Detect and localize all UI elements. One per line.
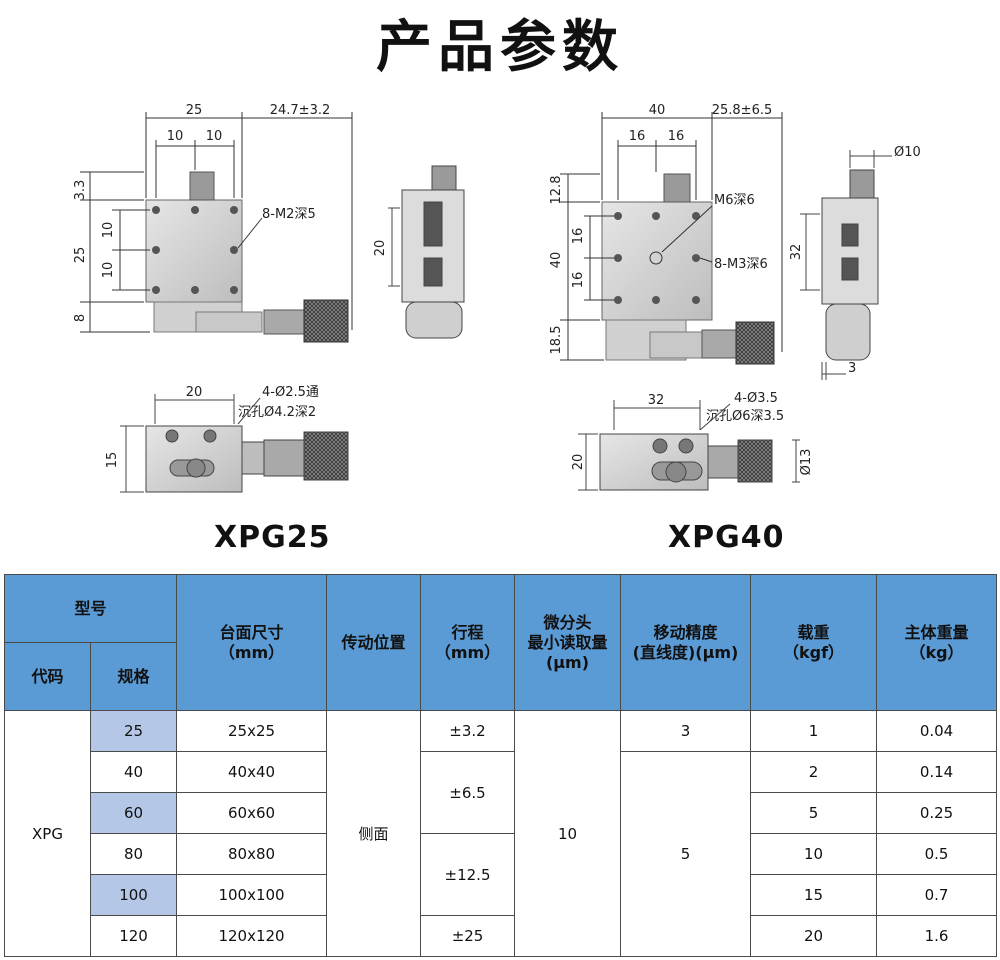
- cell-travel: ±3.2: [420, 710, 516, 752]
- xpg40-top-view: [560, 112, 783, 365]
- dim-xpg25-hole-b: 10: [206, 129, 223, 144]
- dim-xpg25-hole-a: 10: [167, 129, 184, 144]
- cell-size: 40x40: [176, 751, 328, 793]
- xpg25-bottom-view: [120, 394, 349, 493]
- cell-size: 100x100: [176, 874, 328, 916]
- dim-xpg40-left-top: 12.8: [549, 176, 564, 205]
- dim-xpg25-side-h: 20: [373, 240, 388, 257]
- dim-xpg40-screw2: 8-M3深6: [714, 257, 768, 272]
- cell-spec: 80: [89, 833, 178, 875]
- dim-xpg25-bottom-h: 15: [105, 452, 120, 469]
- dim-xpg40-side-t: 3: [848, 361, 856, 376]
- cell-spec: 100: [89, 874, 178, 916]
- dim-xpg40-bottom-w: 32: [648, 393, 665, 408]
- header-load: 载重 （kgf）: [750, 574, 878, 711]
- dim-xpg40-side-h: 32: [789, 244, 804, 261]
- cell-load: 20: [750, 915, 878, 957]
- cell-load: 10: [750, 833, 878, 875]
- header-code: 代码: [4, 642, 91, 711]
- xpg25-top-view: [80, 112, 353, 343]
- technical-drawings: 25 10 10 24.7±3.2 3.3 25 10 10 8 8-M2深5 …: [73, 103, 921, 493]
- xpg25-top-dims: 25 10 10 24.7±3.2 3.3 25 10 10 8 8-M2深5: [73, 103, 330, 322]
- dim-xpg40-hole-note2: 沉孔Ø6深3.5: [706, 409, 784, 424]
- model-label-xpg40: XPG40: [668, 520, 785, 555]
- cell-spec: 120: [89, 915, 178, 957]
- table-row: 40 40x40 ±6.5 5 2 0.14: [5, 751, 998, 957]
- cell-spec: 25: [89, 710, 178, 752]
- table-row: 60 60x60 5 0.25: [5, 792, 998, 834]
- cell-weight: 0.7: [876, 874, 998, 916]
- dim-xpg25-left-in1: 10: [101, 222, 116, 239]
- cell-accuracy: 5: [620, 751, 752, 957]
- model-label-xpg25: XPG25: [214, 520, 331, 555]
- cell-weight: 1.6: [876, 915, 998, 957]
- dim-xpg40-hole-b: 16: [668, 129, 685, 144]
- dim-xpg40-screw1: M6深6: [714, 193, 755, 208]
- cell-code: XPG: [4, 710, 91, 957]
- cell-size: 25x25: [176, 710, 328, 752]
- dim-xpg25-left-in2: 10: [101, 262, 116, 279]
- header-travel: 行程 （mm）: [420, 574, 516, 711]
- table-row: 120 120x120 ±25 20 1.6: [5, 915, 998, 957]
- dim-xpg25-left-top: 3.3: [73, 180, 88, 201]
- cell-weight: 0.25: [876, 792, 998, 834]
- dim-xpg40-left-bottom: 18.5: [549, 326, 564, 355]
- cell-weight: 0.5: [876, 833, 998, 875]
- header-weight: 主体重量 （kg）: [876, 574, 998, 711]
- spec-table: 型号 台面尺寸 （mm） 传动位置 行程 （mm） 微分头 最小读取量 (μm)…: [3, 574, 998, 957]
- table-row: 100 100x100 15 0.7: [5, 874, 998, 916]
- header-micrometer: 微分头 最小读取量 (μm): [514, 574, 622, 711]
- cell-travel: ±25: [420, 915, 516, 957]
- dim-xpg40-offset: 25.8±6.5: [712, 103, 773, 118]
- dim-xpg25-hole-note2: 沉孔Ø4.2深2: [238, 405, 316, 420]
- dim-xpg40-bottom-dia: Ø13: [799, 449, 814, 476]
- header-spec: 规格: [89, 642, 178, 711]
- dim-xpg25-left-bottom: 8: [73, 314, 88, 322]
- dim-xpg25-bottom-w: 20: [186, 385, 203, 400]
- cell-micrometer: 10: [514, 710, 622, 957]
- dim-xpg40-left-in1: 16: [571, 228, 586, 245]
- cell-load: 5: [750, 792, 878, 834]
- cell-size: 80x80: [176, 833, 328, 875]
- dim-xpg25-offset: 24.7±3.2: [270, 103, 331, 118]
- cell-weight: 0.14: [876, 751, 998, 793]
- xpg25-side-view: [388, 165, 465, 339]
- table-row: XPG 25 25x25 侧面 ±3.2 10 3 1 0.04: [4, 710, 998, 957]
- dim-xpg40-hole-note1: 4-Ø3.5: [734, 391, 778, 406]
- cell-travel: ±12.5: [420, 833, 516, 916]
- xpg40-top-dims: 40 16 16 25.8±6.5 12.8 40 16 16 18.5 M6深…: [549, 103, 772, 354]
- cell-size: 60x60: [176, 792, 328, 834]
- dim-xpg40-hole-a: 16: [629, 129, 646, 144]
- cell-load: 2: [750, 751, 878, 793]
- dim-xpg40-left-mid: 40: [549, 252, 564, 269]
- header-size: 台面尺寸 （mm）: [176, 574, 328, 711]
- dim-xpg25-width: 25: [186, 103, 203, 118]
- cell-accuracy: 3: [620, 710, 752, 752]
- dim-xpg40-bottom-h: 20: [571, 454, 586, 471]
- dim-xpg25-screw: 8-M2深5: [262, 207, 316, 222]
- cell-load: 1: [750, 710, 878, 752]
- dim-xpg40-width: 40: [649, 103, 666, 118]
- cell-weight: 0.04: [876, 710, 998, 752]
- dim-xpg25-hole-note1: 4-Ø2.5通: [262, 385, 319, 400]
- cell-drive: 侧面: [326, 710, 422, 957]
- dim-xpg40-left-in2: 16: [571, 272, 586, 289]
- xpg40-bottom-view: [578, 400, 800, 491]
- dim-xpg40-side-dia: Ø10: [894, 145, 921, 160]
- cell-spec: 40: [89, 751, 178, 793]
- table-row: 80 80x80 ±12.5 10 0.5: [5, 833, 998, 916]
- cell-size: 120x120: [176, 915, 328, 957]
- cell-spec: 60: [89, 792, 178, 834]
- page-title: 产品参数: [376, 15, 624, 80]
- cell-load: 15: [750, 874, 878, 916]
- header-model: 型号: [3, 574, 178, 643]
- cell-travel: ±6.5: [420, 751, 516, 834]
- dim-xpg25-left-mid: 25: [73, 247, 88, 264]
- header-drive: 传动位置: [326, 574, 422, 711]
- header-accuracy: 移动精度 (直线度)(μm): [620, 574, 752, 711]
- xpg40-side-view: [800, 150, 892, 380]
